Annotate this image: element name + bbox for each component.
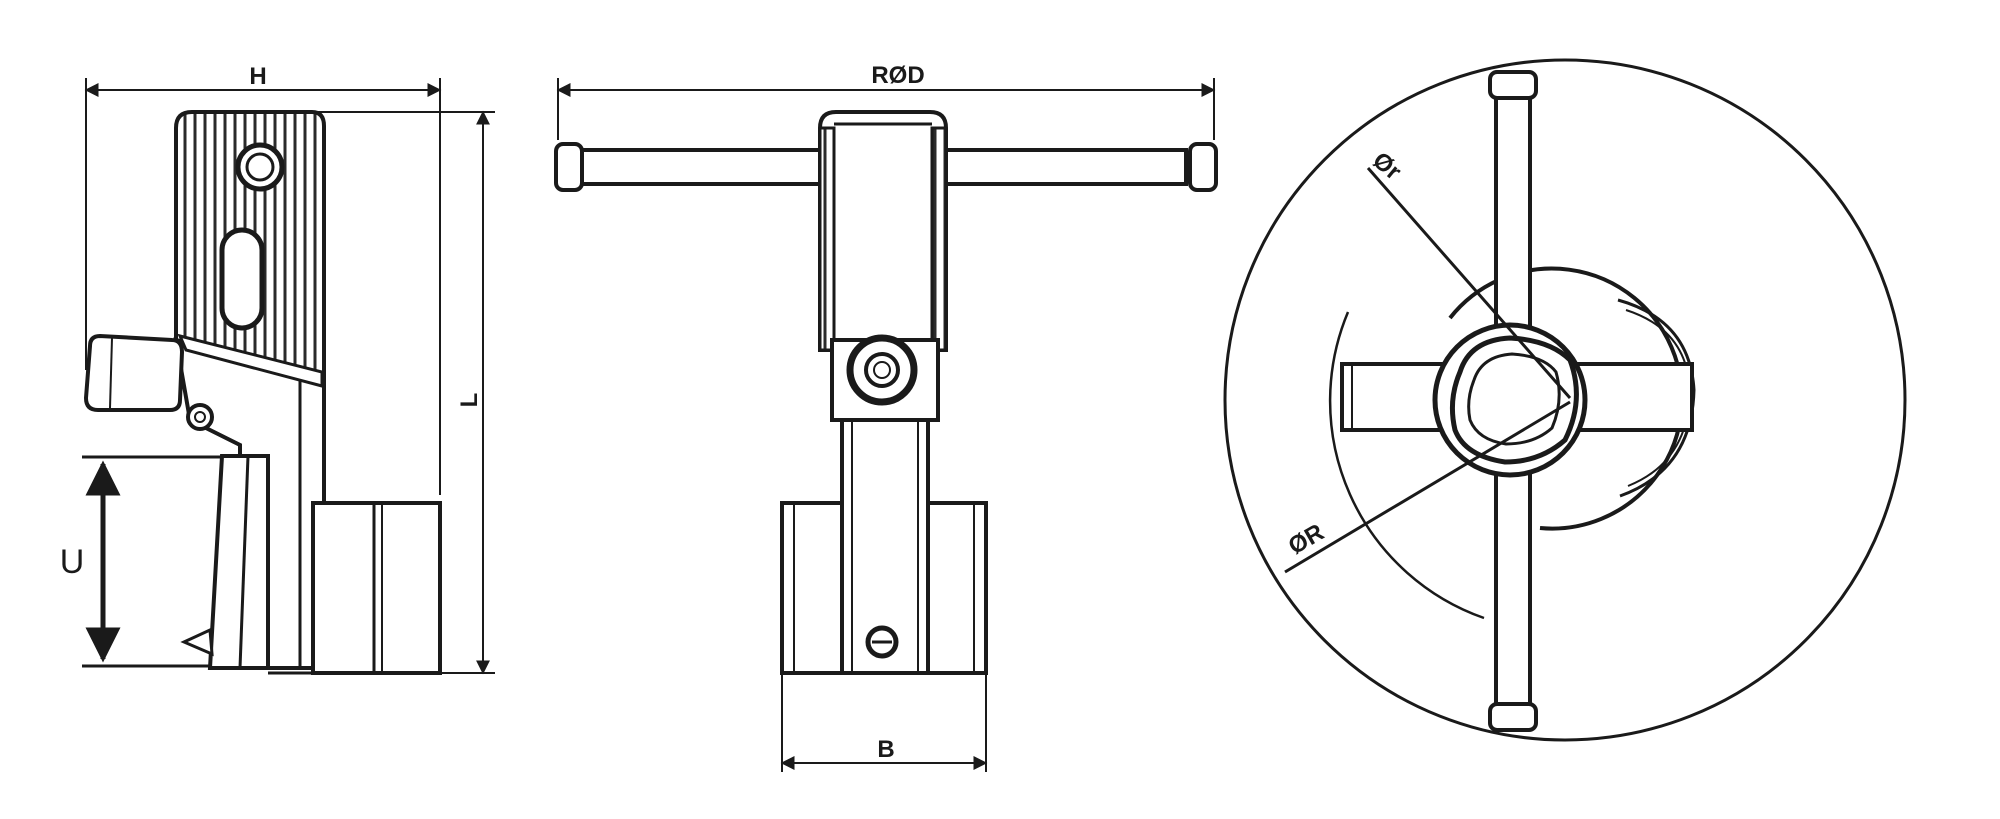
outer-swing-circle [1223,58,1907,742]
dimension-rod: RØD [556,62,1216,140]
jack-front-head [818,110,948,352]
dimension-l-label: L [456,393,483,408]
side-view: H L U [60,63,495,675]
radius-arc [1328,311,1485,620]
jack-side-body [83,110,442,675]
jack-front-neck [830,334,940,422]
dimension-u-label: U [60,543,85,581]
front-view: RØD B [554,62,1218,772]
dimension-l: L [310,110,495,675]
jack-front-base [780,418,988,675]
dimension-b: B [780,672,988,772]
dimension-b-label: B [877,736,894,763]
dimension-h-label: H [249,63,266,90]
top-view: Ør ØR [1223,58,1907,742]
dimension-h: H [84,63,442,370]
central-hub [1432,322,1588,478]
dimension-r-large-label: ØR [1284,519,1329,560]
dimension-r-small-label: Ør [1367,147,1406,186]
dimension-rod-label: RØD [871,62,924,89]
